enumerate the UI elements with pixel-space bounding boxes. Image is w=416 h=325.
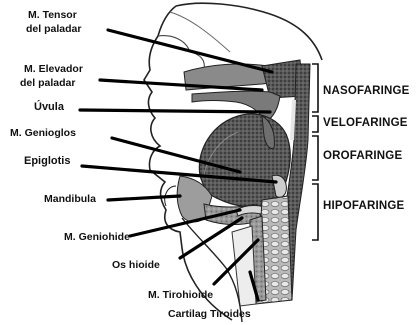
label-geniohide: M. Geniohide xyxy=(64,231,130,243)
label-elevador-line2: del paladar xyxy=(20,77,75,89)
orofaringe-bracket xyxy=(312,136,318,180)
label-tensor-line2: del paladar xyxy=(26,23,81,35)
nasofaringe-bracket xyxy=(312,64,318,112)
label-hioide: Os hioide xyxy=(112,259,160,271)
region-nasofaringe: NASOFARINGE xyxy=(323,85,410,97)
mandibula-pointer xyxy=(108,196,180,200)
label-elevador-line1: M. Elevador xyxy=(24,63,83,75)
hipofaringe-bracket xyxy=(312,184,318,240)
label-tensor-line1: M. Tensor xyxy=(28,9,77,21)
label-genioglos: M. Genioglos xyxy=(10,127,76,139)
label-epiglotis: Epiglotis xyxy=(24,155,70,167)
tensor-pointer xyxy=(108,30,272,72)
region-velofaringe: VELOFARINGE xyxy=(323,117,408,129)
uvula-pointer xyxy=(80,110,270,112)
velofaringe-bracket xyxy=(312,116,318,132)
label-tiroides: Cartilag Tiroides xyxy=(168,308,251,320)
region-orofaringe: OROFARINGE xyxy=(323,150,402,162)
label-mandibula: Mandibula xyxy=(44,193,96,205)
label-uvula: Úvula xyxy=(34,100,65,113)
region-hipofaringe: HIPOFARINGE xyxy=(323,200,405,212)
region-brackets xyxy=(312,64,318,240)
label-tirohioide: M. Tirohioide xyxy=(148,289,213,301)
